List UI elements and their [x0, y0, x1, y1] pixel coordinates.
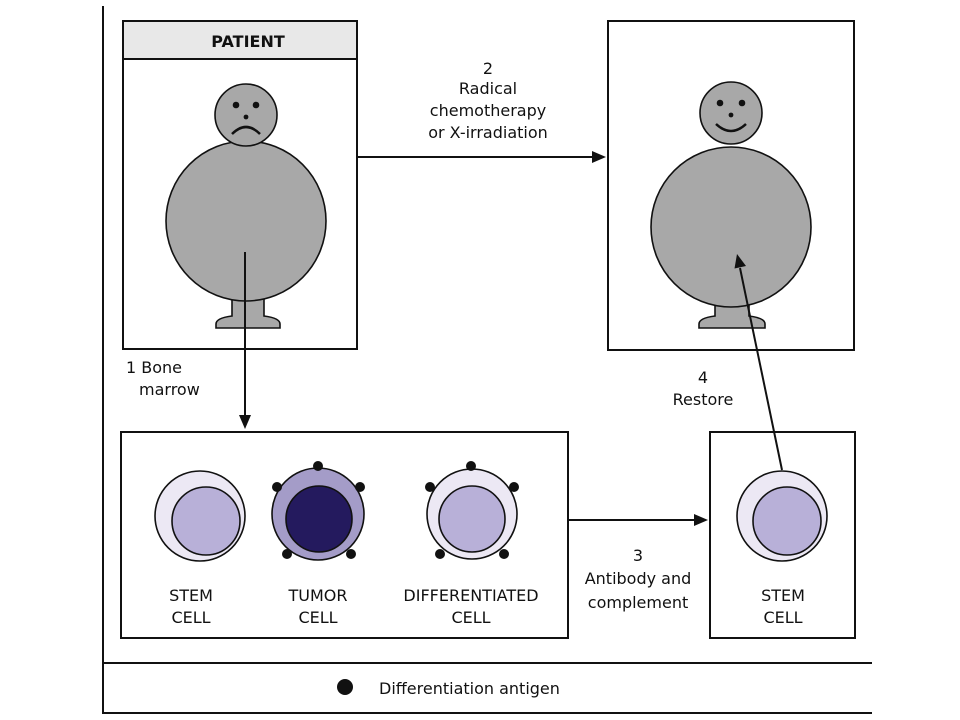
legend-label: Differentiation antigen	[379, 679, 560, 698]
step-2-line-2: chemotherapy	[430, 101, 546, 120]
antigen-dot	[282, 549, 292, 559]
step-2-line-3: or X-irradiation	[428, 123, 548, 142]
step-3-line-1: Antibody and	[585, 569, 692, 588]
smile-mouth	[715, 123, 747, 133]
legend: Differentiation antigen	[337, 679, 560, 698]
bone-marrow-label: 1 Bone marrow	[126, 358, 200, 399]
bone-marrow-cells-box: STEM CELL TUMOR CELL DIFFERENTIATED CELL	[120, 431, 569, 639]
step-2-line-1: Radical	[459, 79, 517, 98]
left-eye	[716, 99, 724, 107]
step-1-line-1: 1 Bone	[126, 358, 182, 377]
frown-mouth	[231, 125, 261, 135]
antigen-dot	[355, 482, 365, 492]
step-1-line-2: marrow	[139, 380, 200, 399]
step-4-number: 4	[698, 368, 708, 387]
happy-patient-figure	[650, 81, 812, 329]
step-3-number: 3	[633, 546, 643, 565]
tumor-cell-nucleus	[285, 485, 353, 553]
purified-stem-cell	[736, 470, 828, 562]
chemotherapy-arrow	[357, 151, 606, 163]
antigen-dot	[425, 482, 435, 492]
restore-arrow	[734, 254, 783, 471]
antigen-legend-dot-icon	[337, 679, 353, 695]
sad-patient-figure	[165, 83, 327, 329]
tumor-cell-label-line-1: TUMOR	[288, 586, 348, 605]
purified-stem-cell-box: STEM CELL	[709, 431, 856, 639]
differentiated-cell-nucleus	[438, 485, 506, 553]
antigen-dot	[466, 461, 476, 471]
step-3-line-2: complement	[588, 593, 688, 612]
stem-cell-label-line-1: STEM	[169, 586, 213, 605]
stem-cell: STEM CELL	[154, 470, 246, 627]
antigen-dot	[346, 549, 356, 559]
patient-box: PATIENT	[122, 20, 358, 350]
patient-header-band	[124, 22, 356, 59]
right-eye	[252, 101, 260, 109]
antigen-dot	[499, 549, 509, 559]
differentiated-cell-label-line-2: CELL	[451, 608, 490, 627]
feet	[215, 297, 281, 329]
purified-stem-cell-label-line-2: CELL	[763, 608, 802, 627]
purified-stem-cell-label-line-1: STEM	[761, 586, 805, 605]
chemotherapy-label: 2 Radical chemotherapy or X-irradiation	[428, 59, 548, 142]
stem-cell-nucleus	[171, 486, 241, 556]
nose	[243, 114, 249, 120]
antigen-dot	[272, 482, 282, 492]
restored-patient-box	[607, 20, 855, 351]
antibody-arrow	[568, 514, 708, 526]
right-eye	[738, 99, 746, 107]
body-circle	[650, 146, 812, 308]
stem-cell-label-line-2: CELL	[171, 608, 210, 627]
restore-label: 4 Restore	[673, 368, 734, 409]
tumor-cell: TUMOR CELL	[271, 461, 365, 627]
step-4-label: Restore	[673, 390, 734, 409]
step-2-number: 2	[483, 59, 493, 78]
bone-marrow-arrow	[239, 252, 251, 429]
patient-header-label: PATIENT	[211, 32, 285, 51]
antigen-dot	[435, 549, 445, 559]
antigen-dot	[313, 461, 323, 471]
nose	[728, 112, 734, 118]
left-eye	[232, 101, 240, 109]
differentiated-cell-label-line-1: DIFFERENTIATED	[403, 586, 538, 605]
tumor-cell-label-line-2: CELL	[298, 608, 337, 627]
stem-cell-nucleus	[752, 486, 822, 556]
antibody-label: 3 Antibody and complement	[585, 546, 692, 612]
differentiated-cell: DIFFERENTIATED CELL	[403, 461, 539, 627]
antigen-dot	[509, 482, 519, 492]
